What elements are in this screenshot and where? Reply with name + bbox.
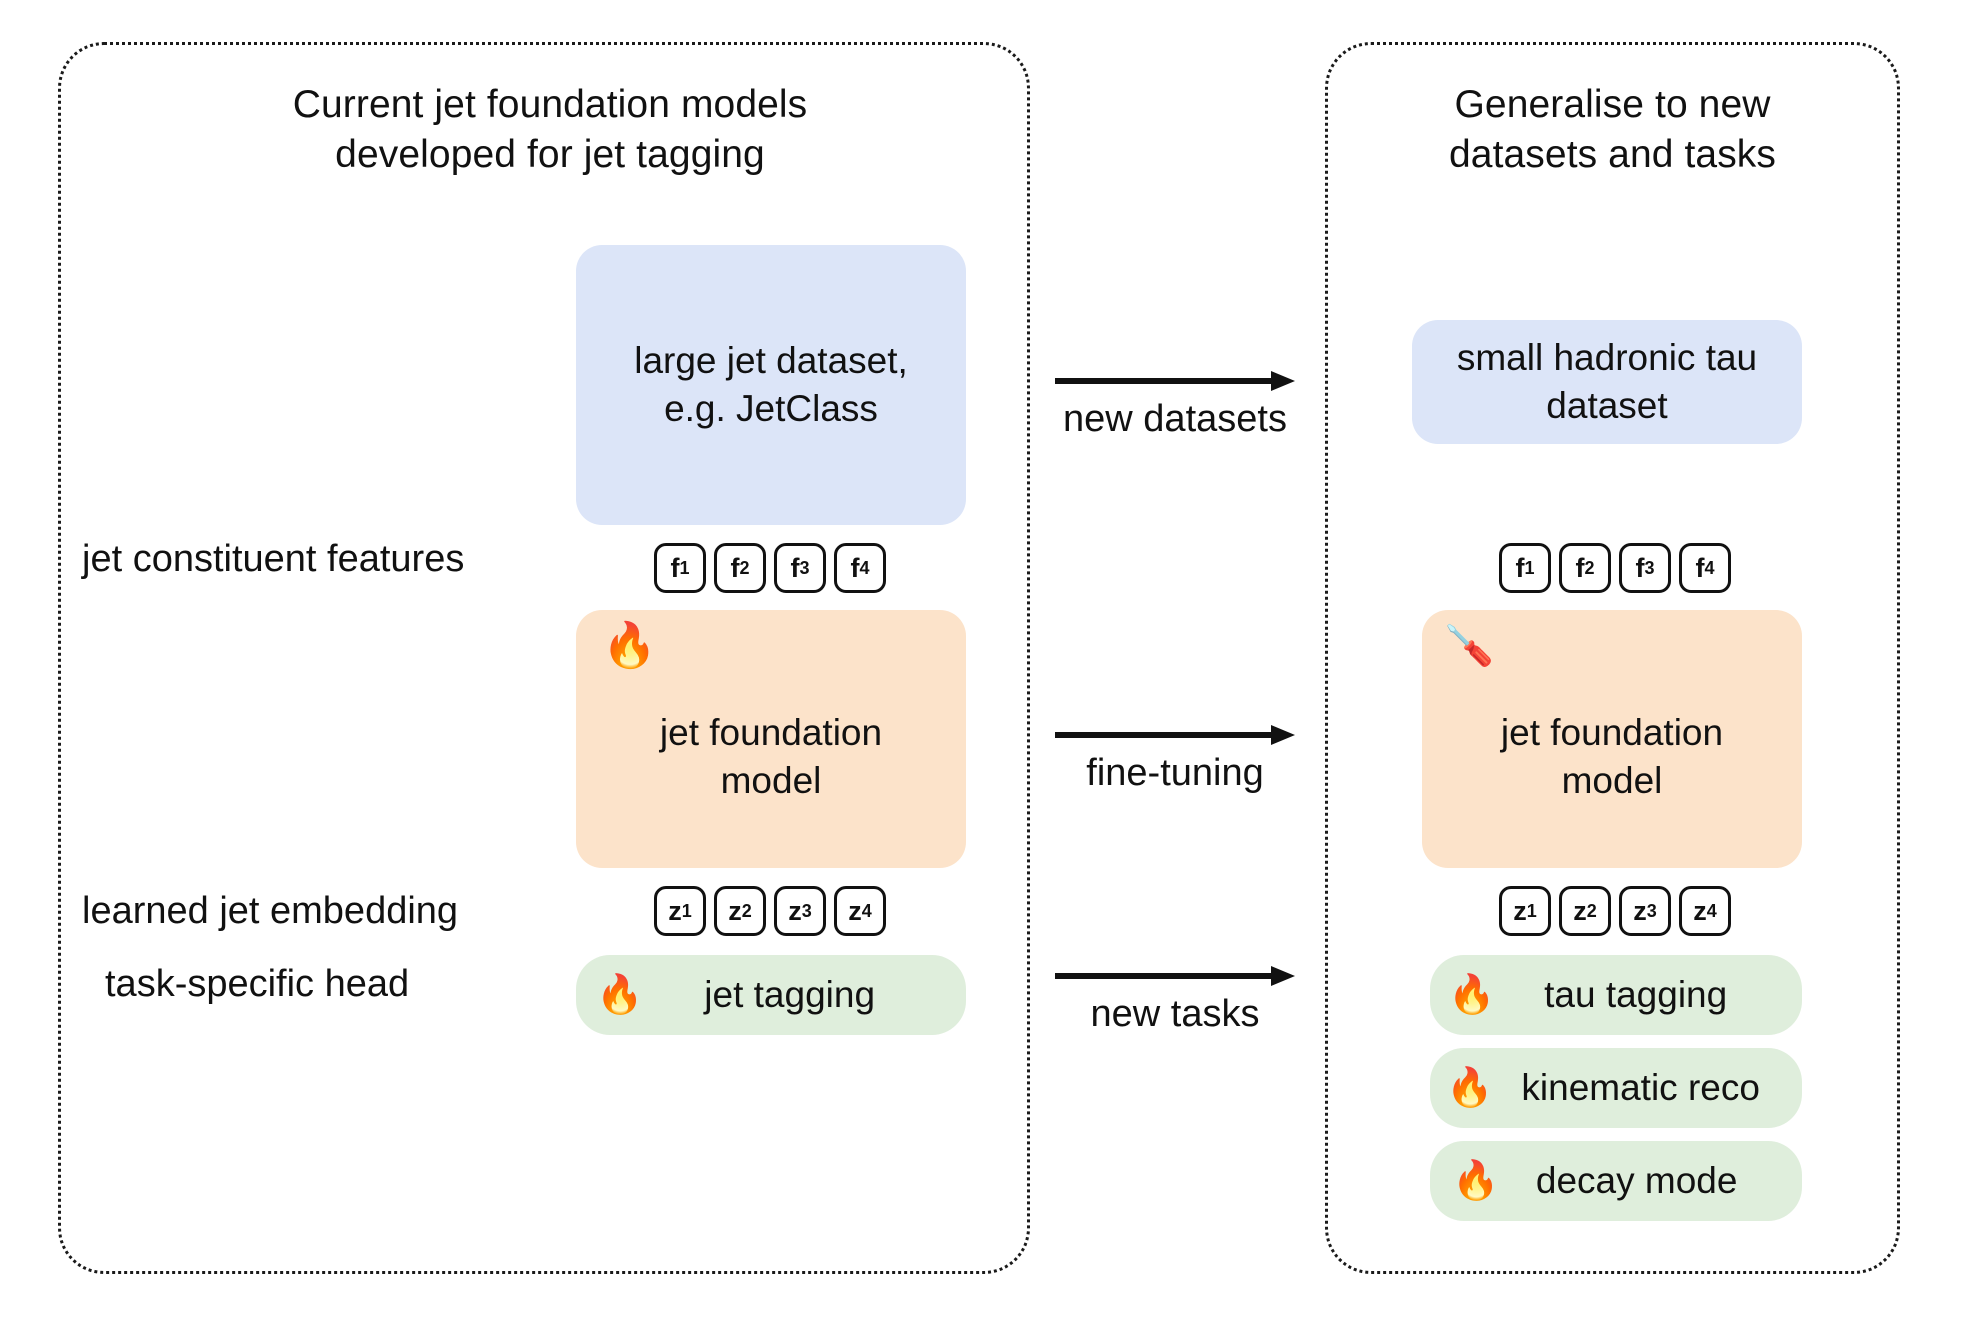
row-label-learned-jet-embedding: learned jet embedding [82, 890, 459, 932]
arrow-label-new-datasets: new datasets [1063, 398, 1287, 440]
fire-emoji: 🔥 [602, 621, 657, 670]
right-task-box-tau-tagging: 🔥 tau tagging [1430, 955, 1802, 1035]
task-row: 🔥 kinematic reco [1430, 1048, 1802, 1128]
left-panel-title: Current jet foundation models developed … [292, 83, 808, 176]
left-task-label: jet tagging [704, 973, 876, 1015]
row-label-jet-constituent-features: jet constituent features [82, 538, 465, 580]
task-row: 🔥 jet tagging [576, 955, 966, 1035]
left-foundation-model-box: 🔥 jet foundation model [576, 610, 966, 868]
left-task-box-jet-tagging: 🔥 jet tagging [576, 955, 966, 1035]
task-row: 🔥 tau tagging [1430, 955, 1802, 1035]
left-foundation-model-label: jet foundation model [659, 711, 883, 801]
right-foundation-model-label: jet foundation model [1500, 711, 1724, 801]
arrow-new-tasks [1055, 963, 1295, 989]
arrow-label-new-tasks: new tasks [1090, 993, 1260, 1035]
left-panel-border [58, 42, 1030, 1274]
right-task-box-decay-mode: 🔥 decay mode [1430, 1141, 1802, 1221]
right-task-label: kinematic reco [1521, 1066, 1760, 1108]
fire-emoji: 🔥 [1452, 1160, 1500, 1202]
right-dataset-box: small hadronic tau dataset [1412, 320, 1802, 444]
fire-emoji: 🔥 [1448, 974, 1496, 1016]
fire-emoji: 🔥 [596, 974, 644, 1016]
right-task-label: tau tagging [1544, 973, 1728, 1015]
task-row: 🔥 decay mode [1430, 1141, 1802, 1221]
fire-emoji: 🔥 [1446, 1067, 1494, 1109]
row-label-task-specific-head: task-specific head [105, 963, 410, 1005]
left-dataset-box: large jet dataset, e.g. JetClass [576, 245, 966, 525]
screwdriver-emoji: 🪛 [1444, 624, 1494, 668]
arrow-fine-tuning [1055, 722, 1295, 748]
right-panel-title: Generalise to new datasets and tasks [1449, 83, 1776, 176]
right-foundation-model-box: 🪛 jet foundation model [1422, 610, 1802, 868]
right-task-box-kinematic-reco: 🔥 kinematic reco [1430, 1048, 1802, 1128]
arrow-label-fine-tuning: fine-tuning [1086, 752, 1264, 794]
right-panel-border [1325, 42, 1900, 1274]
right-task-label: decay mode [1535, 1159, 1738, 1201]
arrow-new-datasets [1055, 368, 1295, 394]
